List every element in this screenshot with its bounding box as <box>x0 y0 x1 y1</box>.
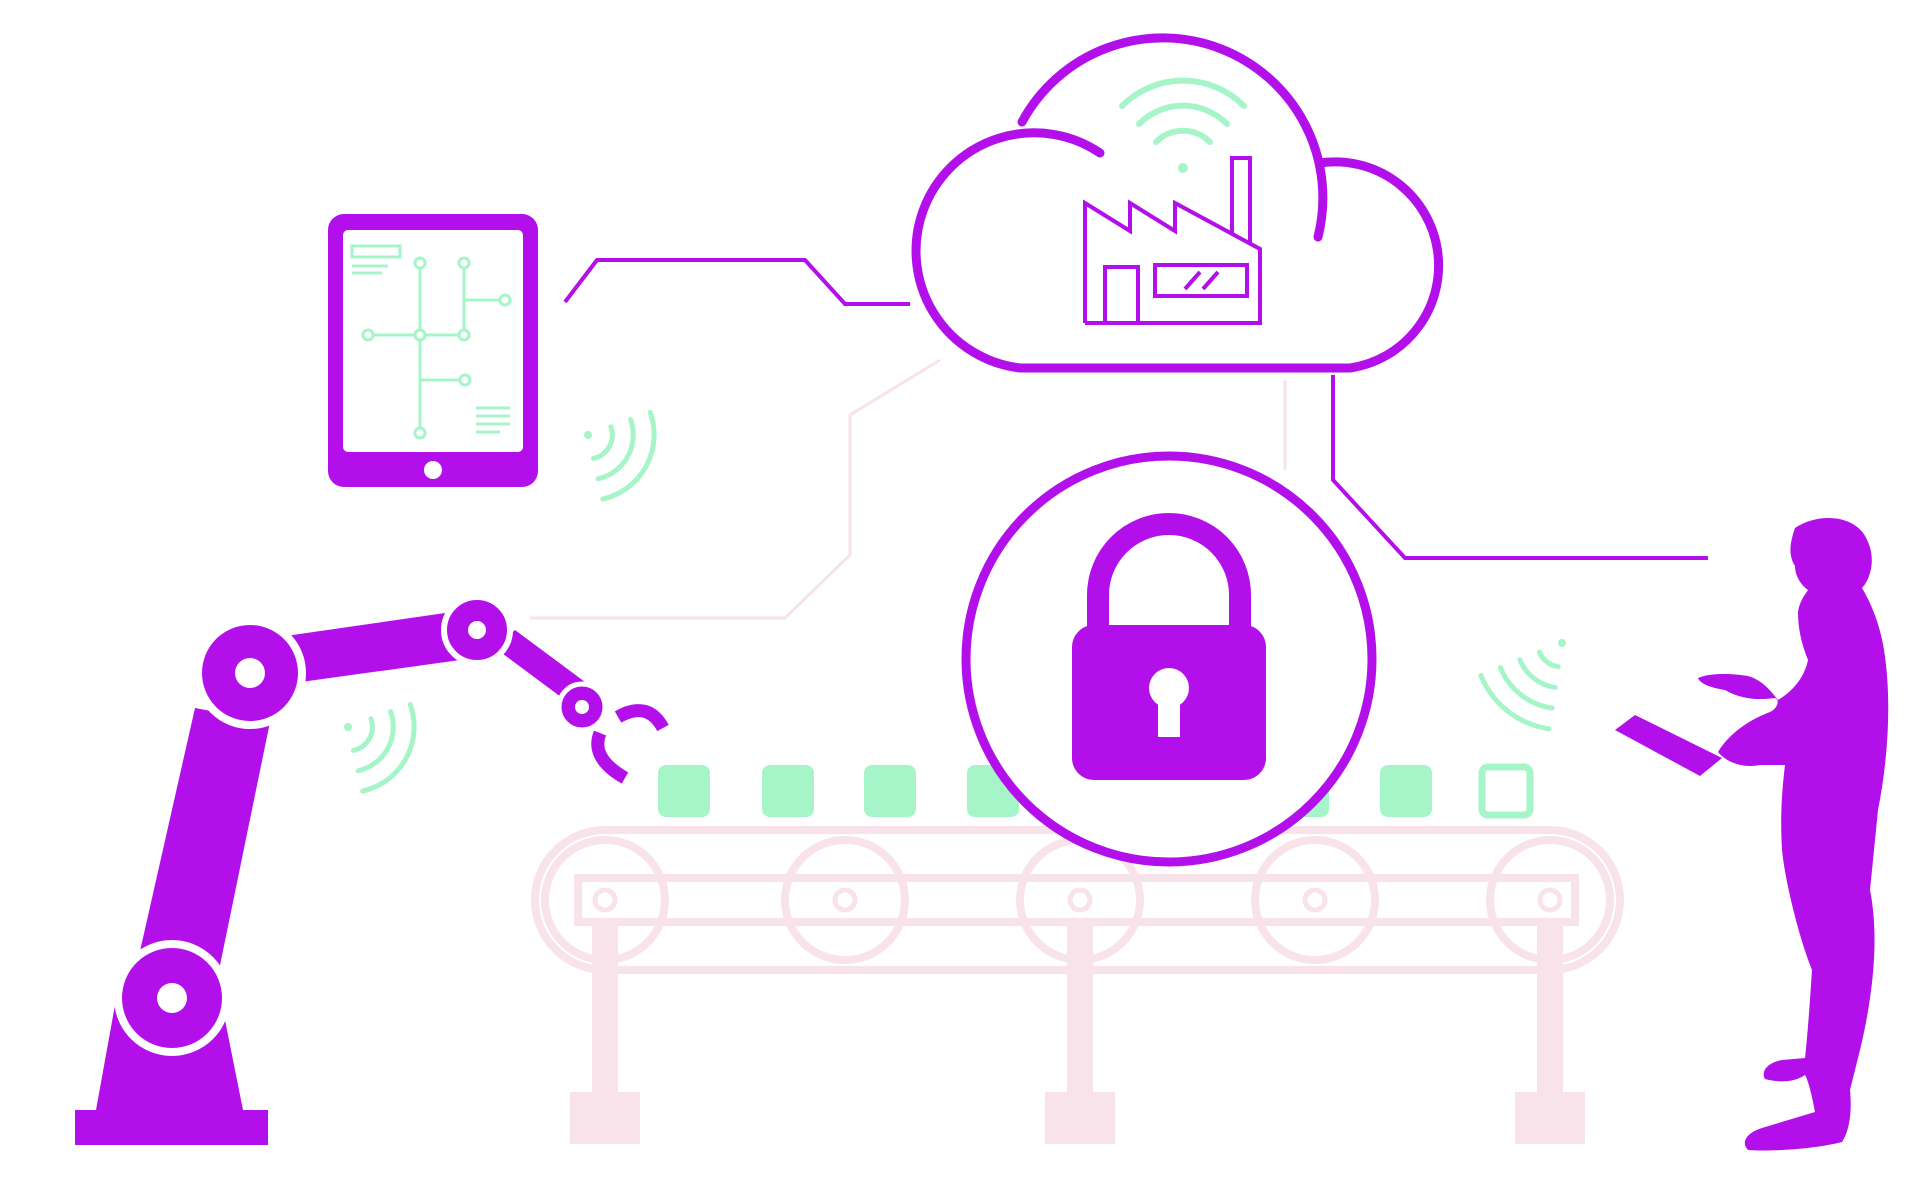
handheld-tablet-icon <box>1615 715 1722 776</box>
wifi-icon <box>1119 77 1247 173</box>
wifi-icon <box>344 701 417 794</box>
product-box-empty <box>1478 763 1534 819</box>
conveyor-legs <box>570 922 1585 1144</box>
tablet-icon <box>328 214 538 487</box>
product-box <box>762 765 814 817</box>
robotic-arm-icon <box>75 594 669 1145</box>
network-lines <box>563 258 1708 560</box>
factory-icon <box>1083 156 1262 325</box>
network-diagram-icon <box>350 244 512 440</box>
wifi-icon <box>1478 639 1566 732</box>
person-silhouette-icon <box>1615 517 1889 1151</box>
wifi-icon <box>584 409 657 502</box>
product-box <box>658 765 710 817</box>
gripper-claw <box>591 704 669 784</box>
faint-network-lines <box>530 358 1287 620</box>
product-box <box>1380 765 1432 817</box>
padlock-icon <box>961 451 1377 867</box>
cloud-icon <box>911 33 1444 373</box>
product-box <box>864 765 916 817</box>
